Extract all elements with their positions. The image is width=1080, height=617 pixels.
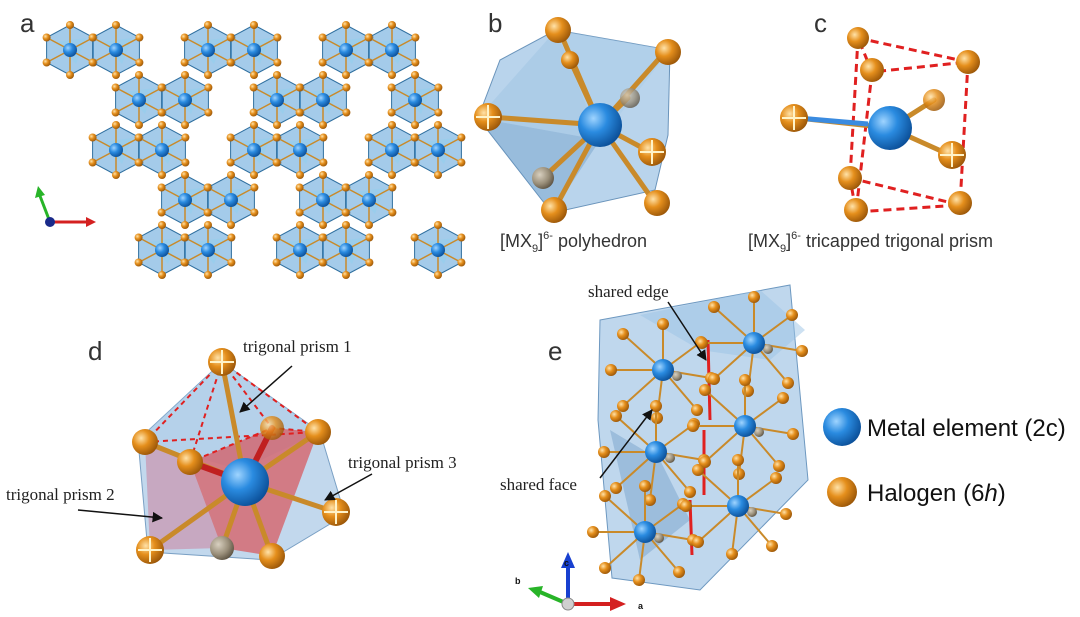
legend-halogen-label: Halogen (6h) [867, 480, 1006, 507]
panel-c-letter: c [814, 8, 827, 38]
panel-a-polyhedron [226, 21, 282, 79]
panel-a-polyhedron [318, 21, 374, 79]
panel-a-polyhedron [272, 221, 328, 279]
label-shared-edge: shared edge [588, 282, 669, 301]
axis-label-c: c [564, 558, 569, 568]
panel-b-polyhedron [474, 17, 681, 223]
panel-e-polyhedron [598, 400, 710, 506]
label-trigonal-prism-3: trigonal prism 3 [348, 453, 457, 472]
panel-a-polyhedron [387, 71, 443, 129]
axis-label-b: b [515, 576, 521, 586]
panel-e-letter: e [548, 336, 562, 366]
panel-a-polyhedron [341, 171, 397, 229]
panel-e-annotations: shared edge shared face [500, 282, 707, 494]
panel-a-polyhedron [249, 71, 305, 129]
panel-a-letter: a [20, 8, 35, 38]
panel-a-polyhedron [295, 71, 351, 129]
panel-e-axis-triad: c b a [515, 552, 644, 611]
panel-a-polyhedron [272, 121, 328, 179]
label-trigonal-prism-1: trigonal prism 1 [243, 337, 352, 356]
label-shared-face: shared face [500, 475, 577, 494]
panel-a-polyhedron [318, 221, 374, 279]
panel-d-annotations: trigonal prism 1 trigonal prism 2 trigon… [6, 337, 457, 523]
panel-a-structure [42, 21, 466, 279]
panel-a-polyhedron [42, 21, 98, 79]
panel-a-polyhedron [157, 171, 213, 229]
label-trigonal-prism-2: trigonal prism 2 [6, 485, 115, 504]
panel-c-prism [780, 27, 980, 222]
panel-b-letter: b [488, 8, 502, 38]
panel-a-polyhedron [88, 121, 144, 179]
panel-a-polyhedron [295, 171, 351, 229]
panel-a-polyhedron [180, 221, 236, 279]
panel-a-polyhedron [111, 71, 167, 129]
panel-e-polyhedron [680, 454, 792, 560]
legend-metal-swatch [823, 408, 861, 446]
panel-a-polyhedron [203, 171, 259, 229]
panel-a-polyhedron [134, 221, 190, 279]
panel-a-polyhedron [157, 71, 213, 129]
panel-a-polyhedron [226, 121, 282, 179]
panel-e-polyhedron [696, 291, 808, 397]
panel-a-polyhedron [364, 21, 420, 79]
panel-a-polyhedron [410, 221, 466, 279]
legend: Metal element (2c) Halogen (6h) [823, 408, 1066, 507]
legend-halogen-swatch [827, 477, 857, 507]
panel-c-caption: [MX9]6- tricapped trigonal prism [748, 230, 993, 255]
panel-a-polyhedron [364, 121, 420, 179]
axis-label-a: a [638, 601, 644, 611]
panel-e-polyhedron [687, 374, 799, 480]
panel-b-caption: [MX9]6- polyhedron [500, 230, 647, 255]
panel-a-polyhedron [180, 21, 236, 79]
panel-d-letter: d [88, 336, 102, 366]
panel-a-polyhedron [410, 121, 466, 179]
panel-d-polyhedron [132, 348, 350, 569]
panel-a-polyhedron [134, 121, 190, 179]
legend-metal-label: Metal element (2c) [867, 415, 1066, 442]
panel-a-axis-triad [35, 186, 96, 227]
panel-e-structure [587, 284, 809, 591]
panel-a-polyhedron [88, 21, 144, 79]
